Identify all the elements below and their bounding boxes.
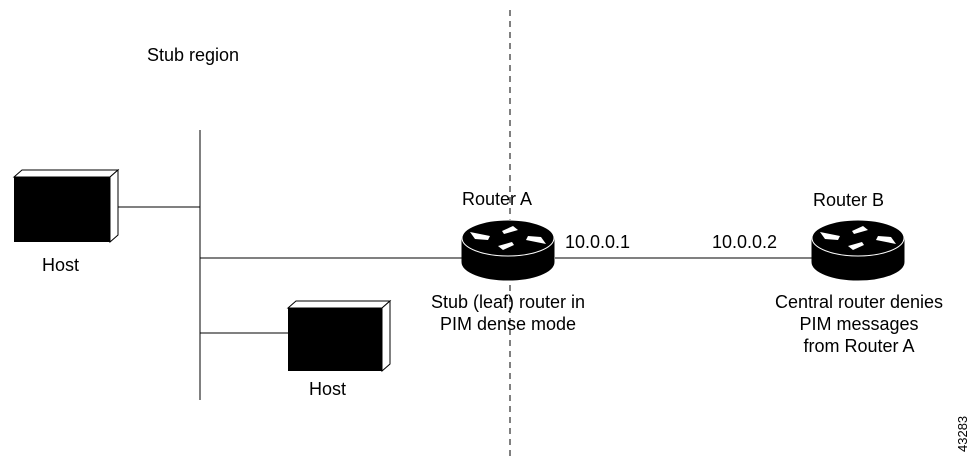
- router-a-label: Router A: [462, 189, 533, 209]
- router-b-label: Router B: [813, 190, 885, 210]
- router-b-caption: Central router denies PIM messages from …: [748, 291, 970, 357]
- caption-line: Stub (leaf) router in: [430, 292, 586, 312]
- region-label: Stub region: [147, 45, 240, 65]
- host-workstation-icon: [286, 299, 392, 373]
- router-a-ip: 10.0.0.1: [565, 232, 631, 252]
- router-a-caption: Stub (leaf) router in PIM dense mode: [398, 291, 618, 335]
- host-left-label: Host: [42, 255, 80, 275]
- caption-line: from Router A: [803, 336, 915, 356]
- host-workstation-icon: [12, 168, 120, 244]
- caption-line: Central router denies: [774, 292, 944, 312]
- caption-line: PIM messages: [799, 314, 919, 334]
- caption-line: PIM dense mode: [439, 314, 577, 334]
- host-bottom-label: Host: [309, 379, 347, 399]
- figure-id: 43283: [955, 415, 970, 452]
- router-icon: [461, 219, 555, 281]
- router-icon: [811, 219, 905, 281]
- router-b-ip: 10.0.0.2: [712, 232, 778, 252]
